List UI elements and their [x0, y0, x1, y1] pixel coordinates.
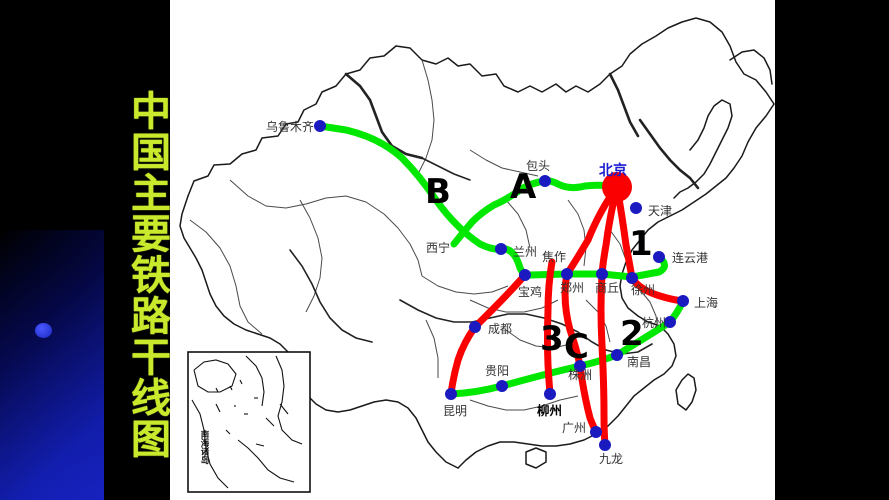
city-label: 株洲 [568, 367, 592, 382]
route-marker: B [425, 172, 451, 212]
city-dot [596, 268, 608, 280]
city-label: 徐州 [631, 282, 655, 297]
city-dot [496, 380, 508, 392]
city-label: 天津 [648, 204, 672, 218]
page-title: 中国主要铁路干线图 [124, 90, 170, 459]
route-marker: 2 [620, 314, 644, 354]
city-dot [495, 243, 507, 255]
map-svg: 乌鲁木齐哈尔滨包头北京天津西宁兰州焦作连云港宝鸡郑州商丘徐州上海成都杭州南昌贵阳… [179, 17, 775, 493]
city-label: 贵阳 [485, 364, 509, 378]
city-dot [469, 321, 481, 333]
route-marker: 1 [629, 224, 653, 264]
city-dot [539, 175, 551, 187]
route-markers: A B C 1 2 3 [425, 167, 653, 367]
red-rail-line [561, 183, 621, 436]
rivers [289, 72, 700, 355]
inset-map-label: 南海诸岛 [199, 429, 209, 465]
province-boundaries [189, 59, 659, 411]
city-dot [574, 360, 586, 372]
city-label: 成都 [488, 322, 512, 336]
city-dot [445, 388, 457, 400]
title-panel [104, 0, 170, 500]
city-label: 兰州 [513, 245, 537, 259]
city-label: 商丘 [595, 280, 619, 295]
red-rail-line [597, 183, 621, 449]
city-label: 西宁 [426, 240, 450, 255]
city-label: 连云港 [672, 250, 708, 265]
capital-dot [602, 172, 632, 202]
city-label: 柳州 [537, 403, 562, 418]
city-dot [626, 272, 638, 284]
route-marker: A [510, 167, 537, 207]
city-dot [544, 388, 556, 400]
route-marker: 3 [540, 319, 564, 359]
city-dot [314, 120, 326, 132]
city-dot [599, 439, 611, 451]
green-rail-line [450, 177, 621, 248]
city-label: 昆明 [443, 404, 467, 418]
city-dot [630, 202, 642, 214]
inset-map: 南海诸岛 [187, 351, 311, 493]
city-dot [590, 426, 602, 438]
city-dot [519, 269, 531, 281]
city-label: 宝鸡 [518, 284, 542, 299]
city-markers: 乌鲁木齐哈尔滨包头北京天津西宁兰州焦作连云港宝鸡郑州商丘徐州上海成都杭州南昌贵阳… [266, 119, 718, 466]
city-label: 焦作 [542, 250, 566, 264]
right-black-margin [775, 0, 889, 500]
city-dot [653, 251, 665, 263]
city-label: 南昌 [627, 354, 651, 369]
city-label: 上海 [694, 295, 718, 310]
city-label: 郑州 [560, 280, 584, 295]
background-gradient-lower [0, 230, 120, 500]
china-railway-map: 乌鲁木齐哈尔滨包头北京天津西宁兰州焦作连云港宝鸡郑州商丘徐州上海成都杭州南昌贵阳… [170, 0, 775, 500]
city-label: 九龙 [599, 452, 623, 466]
city-label: 包头 [526, 159, 550, 173]
city-dot [611, 349, 623, 361]
city-label: 北京 [599, 162, 627, 179]
city-label: 乌鲁木齐 [266, 119, 314, 134]
route-marker: C [564, 327, 589, 367]
city-label: 杭州 [642, 315, 666, 330]
red-rail-line [544, 258, 556, 398]
city-dot [561, 268, 573, 280]
city-dot [677, 295, 689, 307]
city-dot [664, 316, 676, 328]
decorative-dot [35, 323, 52, 338]
city-label: 广州 [562, 421, 586, 435]
